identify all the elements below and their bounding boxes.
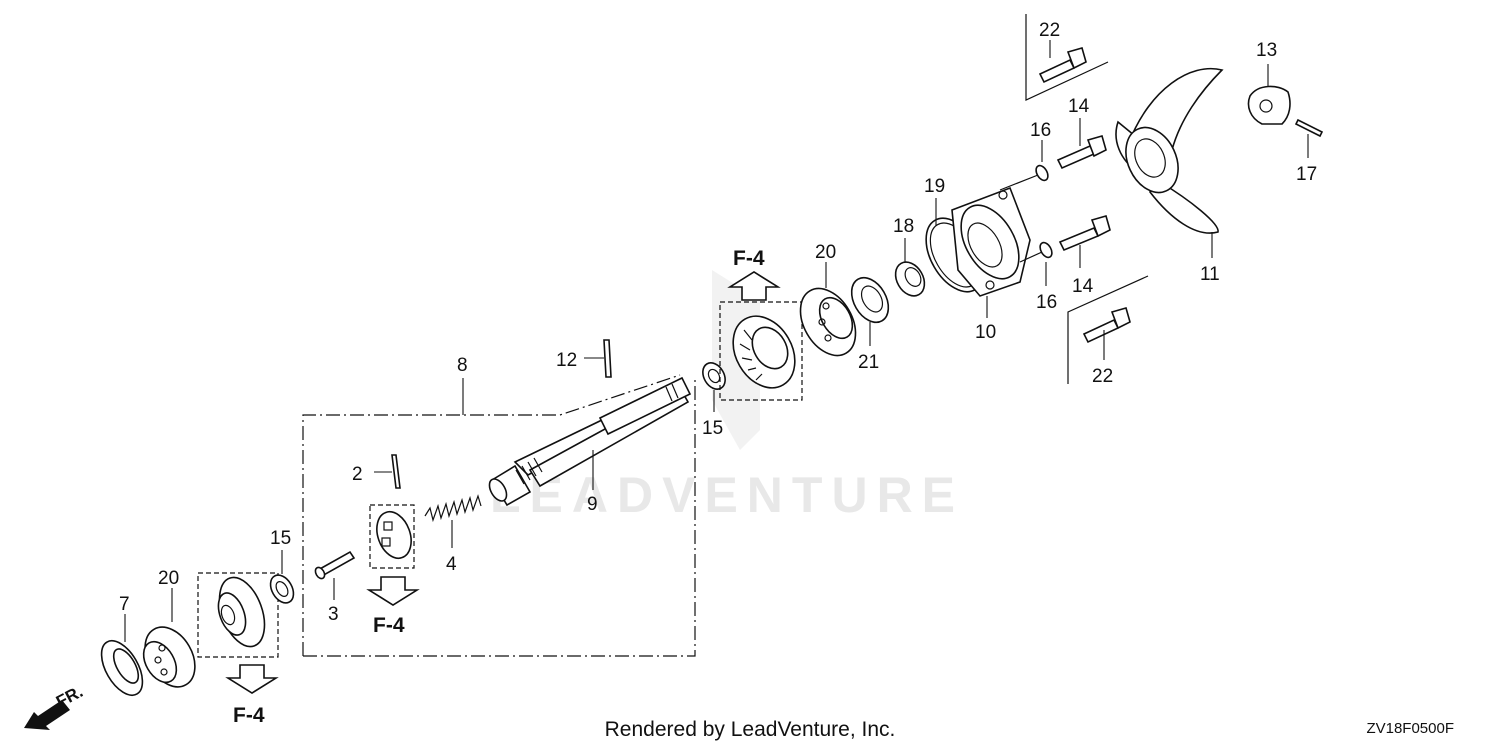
label-part-14-top: 14 [1068, 96, 1090, 117]
watermark-text: LEADVENTURE [490, 467, 964, 523]
label-part-7: 7 [119, 594, 130, 615]
label-part-17: 17 [1296, 164, 1317, 185]
gear-right-ref-box [719, 301, 803, 401]
part-11-propeller [1115, 67, 1224, 234]
part-3-pin [314, 550, 356, 580]
label-part-16-top: 16 [1030, 120, 1051, 141]
diagram-code: ZV18F0500F [1366, 720, 1454, 737]
clutch-dog [376, 510, 412, 560]
part-4-spring [424, 494, 482, 523]
label-part-21: 21 [858, 352, 879, 373]
part-16-washer-top [1035, 164, 1049, 182]
centerline-16-bottom [1019, 251, 1043, 263]
label-part-4: 4 [446, 554, 457, 575]
part-14-bolt-bottom [1058, 215, 1111, 252]
label-part-19: 19 [924, 176, 945, 197]
label-part-14-bottom: 14 [1072, 276, 1094, 297]
gear-right [732, 315, 796, 389]
part-14-bolt-top [1056, 135, 1107, 170]
assembly-8-outline-bottom [303, 380, 696, 657]
label-part-16-bottom: 16 [1036, 292, 1057, 313]
part-17-cotter-pin [1294, 118, 1324, 138]
assembly-8-outline [302, 374, 681, 656]
part-22-bolt-top [1038, 47, 1087, 84]
ref-f4-left: F-4 [233, 704, 265, 727]
label-part-22-bottom: 22 [1092, 366, 1113, 387]
part-7-washer [100, 640, 144, 696]
part-18-bushing [894, 261, 926, 297]
label-part-15-right: 15 [702, 418, 723, 439]
clutch-ref-box [369, 504, 415, 569]
label-part-22-top: 22 [1039, 20, 1060, 41]
label-part-9: 9 [587, 494, 598, 515]
arrow-down-f4-left [225, 664, 279, 694]
label-part-10: 10 [975, 322, 996, 343]
front-direction-arrow-icon [24, 700, 70, 730]
part-20-bearing-right [799, 287, 857, 357]
part-2-pin [391, 454, 401, 489]
gear-left-ref-box [197, 572, 279, 658]
part-16-washer-bottom [1039, 241, 1053, 259]
part-21-washer [850, 276, 890, 324]
label-part-2: 2 [352, 464, 363, 485]
label-part-20-right: 20 [815, 242, 836, 263]
part-12-pin [603, 339, 612, 378]
part-13-nut [1247, 85, 1291, 125]
bracket-22-bottom [1067, 275, 1149, 384]
bracket-22-top [1025, 14, 1109, 101]
part-22-bolt-bottom [1082, 307, 1131, 344]
ref-f4-right: F-4 [733, 247, 765, 270]
label-part-15-left: 15 [270, 528, 291, 549]
label-part-3: 3 [328, 604, 339, 625]
label-part-20-left: 20 [158, 568, 179, 589]
label-part-11: 11 [1200, 264, 1220, 285]
centerline-16-top [999, 174, 1039, 191]
gear-left [217, 576, 266, 648]
part-9-propeller-shaft [488, 376, 692, 507]
part-15-washer-left [269, 574, 295, 604]
arrow-up-f4-right [727, 271, 781, 301]
part-10-bearing-holder [951, 186, 1031, 297]
label-part-18: 18 [893, 216, 914, 237]
label-part-8: 8 [457, 355, 468, 376]
label-part-13: 13 [1256, 40, 1277, 61]
arrow-down-f4-center [366, 576, 420, 606]
part-20-bearing-left [142, 626, 196, 688]
footer-credit: Rendered by LeadVenture, Inc. [604, 718, 896, 741]
ref-f4-center: F-4 [373, 614, 405, 637]
label-part-12: 12 [556, 350, 577, 371]
